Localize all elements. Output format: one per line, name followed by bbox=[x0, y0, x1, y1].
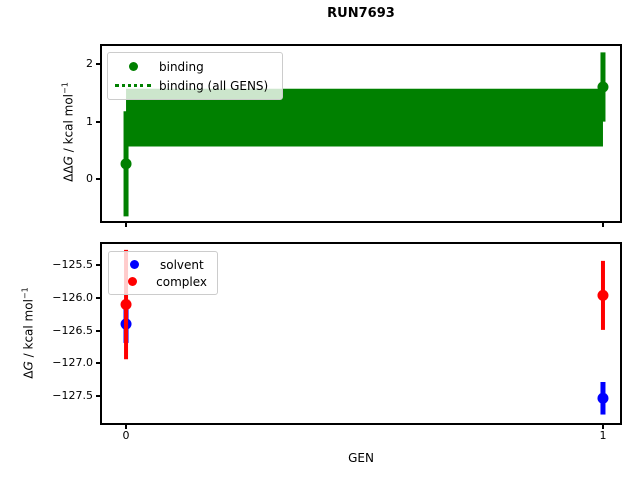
y-tick-label: −127.0 bbox=[52, 356, 93, 370]
y-tick-mark bbox=[96, 178, 100, 181]
binding-data-point bbox=[120, 158, 132, 170]
solvent-marker-icon bbox=[129, 260, 139, 269]
x-tick-label: 1 bbox=[599, 429, 607, 442]
y-tick-label: −125.5 bbox=[52, 258, 93, 272]
y-tick-mark bbox=[96, 62, 100, 65]
binding-plot-legend: binding binding (all GENS) bbox=[107, 52, 283, 100]
complex-marker-icon bbox=[127, 277, 137, 286]
y-tick-mark bbox=[96, 394, 100, 397]
y-label-var: G bbox=[61, 156, 76, 166]
legend-item: complex bbox=[115, 273, 207, 290]
top-plot-area: binding binding (all GENS) bbox=[100, 44, 622, 223]
y-tick-mark bbox=[96, 297, 100, 300]
y-tick-mark bbox=[96, 362, 100, 365]
x-tick-mark bbox=[125, 425, 128, 429]
y-tick-label: −126.5 bbox=[52, 323, 93, 337]
legend-label: solvent bbox=[160, 257, 204, 272]
legend-label: binding bbox=[159, 59, 204, 74]
legend-marker bbox=[114, 62, 152, 71]
y-label-delta: Δ bbox=[21, 370, 36, 379]
x-tick-mark bbox=[125, 223, 128, 227]
x-tick-mark bbox=[601, 425, 604, 429]
x-axis-label: GEN bbox=[348, 451, 374, 465]
legend-marker bbox=[115, 277, 149, 286]
legend-item: binding (all GENS) bbox=[114, 76, 272, 95]
complex-data-point bbox=[120, 299, 132, 311]
binding-marker-icon bbox=[128, 62, 138, 71]
x-tick-mark bbox=[601, 223, 604, 227]
free-energy-plot-legend: solvent complex bbox=[108, 251, 218, 295]
legend-item: solvent bbox=[115, 256, 207, 273]
y-tick-label: 2 bbox=[86, 56, 93, 70]
legend-marker bbox=[114, 84, 152, 87]
top-y-axis-label: ΔΔG / kcal mol−1 bbox=[61, 82, 76, 182]
binding-data-point bbox=[597, 81, 609, 93]
y-tick-label: 1 bbox=[86, 114, 93, 128]
chart-title: RUN7693 bbox=[327, 6, 395, 21]
y-tick-mark bbox=[96, 264, 100, 267]
y-tick-mark bbox=[96, 120, 100, 123]
legend-item: binding bbox=[114, 57, 272, 76]
legend-label: complex bbox=[156, 274, 207, 289]
y-tick-label: 0 bbox=[86, 172, 93, 186]
legend-label: binding (all GENS) bbox=[159, 78, 269, 93]
legend-marker bbox=[115, 260, 153, 269]
x-tick-label: 0 bbox=[122, 429, 130, 442]
binding (all GENS)-line-icon bbox=[115, 84, 151, 87]
complex-data-point bbox=[597, 289, 609, 301]
y-tick-mark bbox=[96, 329, 100, 332]
y-label-exponent: −1 bbox=[60, 82, 70, 94]
y-tick-label: −127.5 bbox=[52, 388, 93, 402]
solvent-data-point bbox=[597, 392, 609, 404]
y-tick-label: −126.0 bbox=[52, 291, 93, 305]
bottom-plot-area: solvent complex bbox=[100, 242, 622, 425]
